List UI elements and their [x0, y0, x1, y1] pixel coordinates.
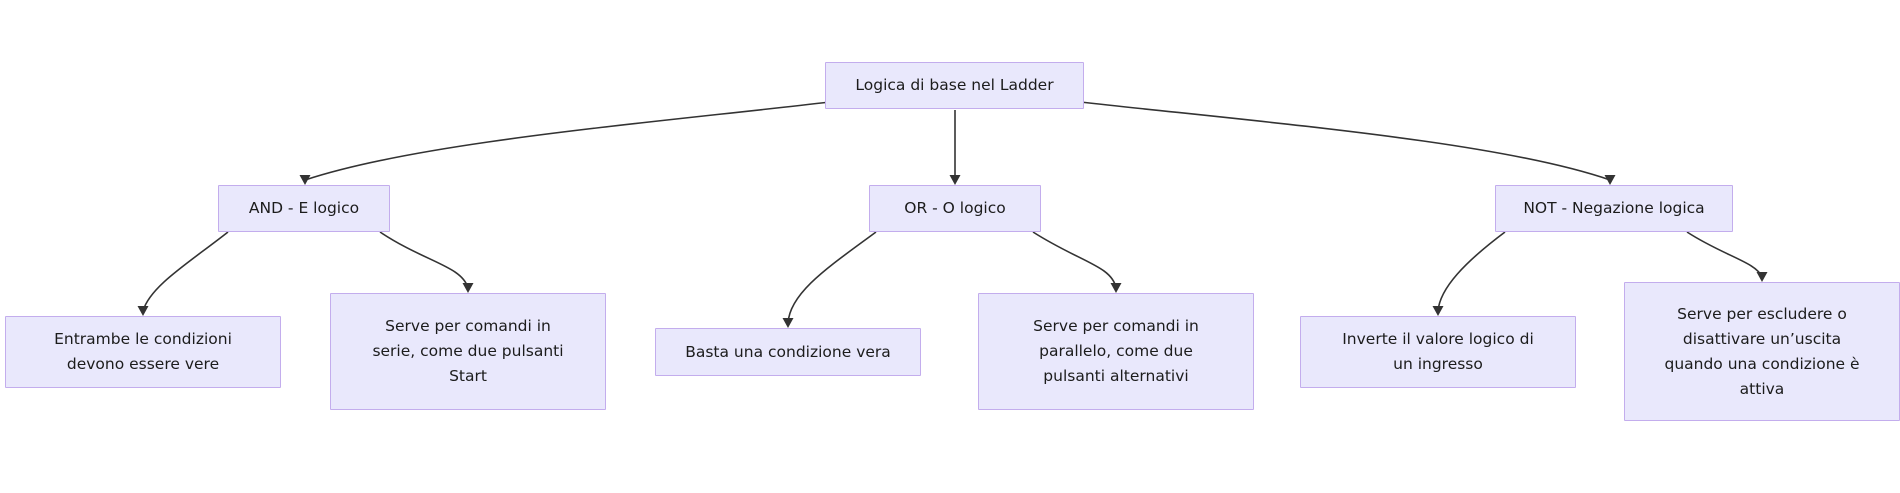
edge-not-to-not_b	[1686, 231, 1768, 282]
edge-and-to-and_a	[137, 231, 229, 316]
arrow-head-icon	[137, 306, 149, 316]
node-and_a[interactable]: Entrambe le condizioni devono essere ver…	[5, 316, 281, 388]
node-and_b[interactable]: Serve per comandi in serie, come due pul…	[330, 293, 606, 410]
node-or_b[interactable]: Serve per comandi in parallelo, come due…	[978, 293, 1254, 410]
node-and[interactable]: AND - E logico	[218, 185, 390, 232]
node-label-or: OR - O logico	[904, 199, 1006, 217]
edge-root-to-or	[949, 110, 961, 185]
node-label-not_b: Serve per escludere o disattivare un’usc…	[1664, 304, 1860, 398]
edge-line	[142, 231, 229, 312]
edge-not-to-not_a	[1432, 231, 1506, 316]
edge-line	[379, 231, 469, 289]
edge-line	[1437, 231, 1506, 312]
edge-line	[1032, 231, 1117, 289]
arrow-head-icon	[1756, 272, 1768, 282]
edge-or-to-or_b	[1032, 231, 1122, 293]
edge-line	[1079, 101, 1611, 181]
node-label-or_b: Serve per comandi in parallelo, come due…	[1033, 317, 1199, 385]
node-label-or_a: Basta una condizione vera	[685, 342, 891, 361]
arrow-head-icon	[1110, 283, 1122, 293]
node-not_b[interactable]: Serve per escludere o disattivare un’usc…	[1624, 282, 1900, 421]
arrow-head-icon	[462, 283, 474, 293]
node-root[interactable]: Logica di base nel Ladder	[825, 62, 1084, 109]
arrow-head-icon	[1604, 175, 1616, 185]
arrow-head-icon	[782, 318, 794, 328]
arrow-head-icon	[299, 175, 311, 185]
edge-and-to-and_b	[379, 231, 474, 293]
edge-root-to-and	[299, 101, 831, 185]
node-or_a[interactable]: Basta una condizione vera	[655, 328, 921, 376]
node-label-and_a: Entrambe le condizioni devono essere ver…	[54, 330, 232, 373]
node-label-not: NOT - Negazione logica	[1523, 199, 1705, 217]
edge-or-to-or_a	[782, 231, 877, 328]
node-label-and: AND - E logico	[248, 199, 360, 217]
node-label-root: Logica di base nel Ladder	[855, 76, 1054, 94]
edge-line	[304, 101, 831, 181]
node-not_a[interactable]: Inverte il valore logico di un ingresso	[1300, 316, 1576, 388]
edge-line	[1686, 231, 1763, 278]
arrow-head-icon	[949, 175, 961, 185]
node-not[interactable]: NOT - Negazione logica	[1495, 185, 1733, 232]
node-label-and_b: Serve per comandi in serie, come due pul…	[372, 317, 564, 385]
arrow-head-icon	[1432, 306, 1444, 316]
edge-root-to-not	[1079, 101, 1616, 185]
node-label-not_a: Inverte il valore logico di un ingresso	[1342, 330, 1534, 373]
edge-line	[787, 231, 877, 324]
node-or[interactable]: OR - O logico	[869, 185, 1041, 232]
